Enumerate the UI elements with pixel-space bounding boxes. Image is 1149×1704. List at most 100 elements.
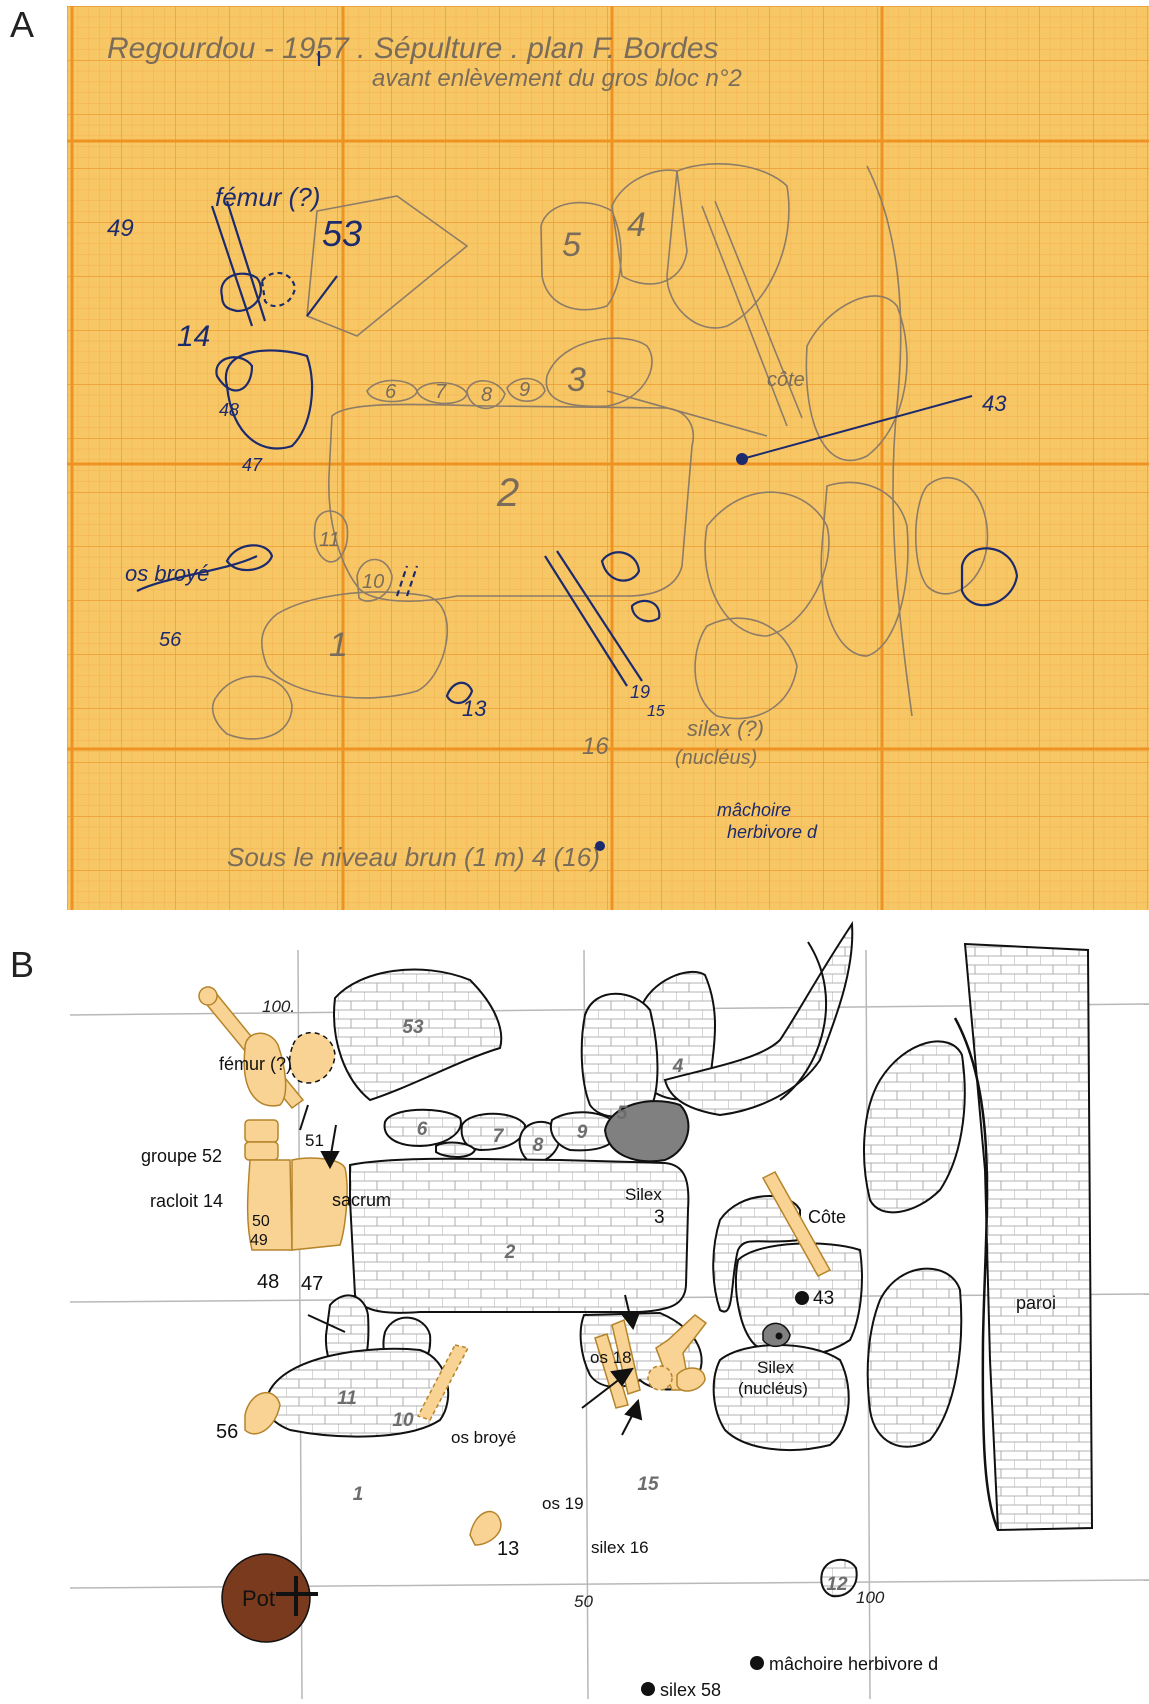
svg-text:7: 7 <box>493 1126 505 1147</box>
block-8 <box>518 1120 562 1164</box>
bones <box>198 986 832 1546</box>
svg-text:19: 19 <box>630 682 650 702</box>
svg-text:racloit 14: racloit 14 <box>150 1191 223 1211</box>
block-53 <box>333 968 503 1102</box>
ink-labels: 53 14 13 49 fémur (?) os broyé 43 47 48 … <box>107 182 1007 842</box>
svg-text:11: 11 <box>319 529 340 551</box>
os-broye-bone <box>416 1344 470 1421</box>
svg-text:os 18: os 18 <box>590 1348 632 1367</box>
block-7 <box>460 1112 527 1152</box>
svg-text:mâchoire: mâchoire <box>717 800 791 820</box>
svg-text:fémur (?): fémur (?) <box>215 182 320 212</box>
svg-text:53: 53 <box>402 1017 424 1038</box>
svg-text:Silex: Silex <box>757 1358 794 1377</box>
bone-50 <box>244 1119 279 1143</box>
svg-text:7: 7 <box>435 381 447 403</box>
svg-text:groupe 52: groupe 52 <box>141 1146 222 1166</box>
right-boundary-line <box>779 941 828 1101</box>
svg-text:51: 51 <box>305 1131 324 1150</box>
svg-text:(nucléus): (nucléus) <box>675 747 757 769</box>
point-machoire <box>750 1656 764 1670</box>
svg-text:8: 8 <box>533 1135 544 1156</box>
block-numbers: 53 4 5 6 7 8 9 2 11 10 1 15 12 <box>337 1017 848 1595</box>
svg-text:11: 11 <box>337 1388 357 1409</box>
svg-text:56: 56 <box>159 629 182 651</box>
svg-text:sacrum: sacrum <box>332 1190 391 1210</box>
svg-text:47: 47 <box>301 1273 323 1295</box>
pot-marker <box>221 1553 311 1643</box>
groupe-52-bone <box>243 1032 287 1107</box>
svg-text:côte: côte <box>767 369 805 391</box>
cote-bone <box>761 1171 832 1277</box>
os-19-bone <box>594 1333 629 1409</box>
svg-text:herbivore d: herbivore d <box>727 822 818 842</box>
bone-o-15 <box>676 1367 706 1392</box>
svg-text:53: 53 <box>322 213 362 254</box>
svg-text:5: 5 <box>617 1103 628 1124</box>
svg-text:fémur (?): fémur (?) <box>219 1054 292 1074</box>
svg-text:12: 12 <box>826 1574 848 1595</box>
svg-text:49: 49 <box>107 215 134 242</box>
svg-text:9: 9 <box>577 1122 588 1143</box>
svg-text:56: 56 <box>216 1421 238 1443</box>
point-silex-58 <box>641 1682 655 1696</box>
block-6 <box>383 1108 462 1148</box>
svg-text:3: 3 <box>567 361 586 399</box>
svg-text:Pot: Pot <box>242 1586 275 1611</box>
panel-a-field-sketch: 1 2 3 4 5 6 7 8 9 10 11 côte 16 silex (?… <box>67 6 1149 910</box>
svg-text:13: 13 <box>462 696 487 721</box>
pot-cross <box>276 1576 318 1616</box>
svg-text:os broyé: os broyé <box>451 1428 516 1447</box>
svg-text:silex 16: silex 16 <box>591 1538 649 1557</box>
bone-56 <box>244 1391 281 1435</box>
svg-text:8: 8 <box>481 384 492 406</box>
paroi-edge-line <box>953 1017 1000 1531</box>
svg-text:Silex: Silex <box>625 1185 662 1204</box>
svg-text:6: 6 <box>417 1119 428 1140</box>
svg-text:43: 43 <box>982 391 1007 416</box>
axis-label-x50: 50 <box>574 1592 593 1611</box>
bone-13 <box>469 1510 502 1546</box>
bone-dashed <box>647 1365 673 1391</box>
svg-text:3: 3 <box>654 1207 665 1228</box>
bone-51 <box>288 1031 336 1084</box>
ink-drawing <box>136 51 1019 704</box>
plan-labels: fémur (?) groupe 52 51 racloit 14 sacrum… <box>141 1054 1056 1700</box>
arrows <box>299 1104 643 1436</box>
svg-text:47: 47 <box>242 455 263 475</box>
panel-b-plan-diagram: 100. 50 100 <box>0 920 1149 1700</box>
svg-text:4: 4 <box>672 1056 684 1077</box>
svg-text:2: 2 <box>496 471 519 515</box>
svg-text:6: 6 <box>385 381 397 403</box>
bone-47 <box>291 1157 348 1251</box>
svg-text:silex 58: silex 58 <box>660 1680 721 1699</box>
pencil-labels: 1 2 3 4 5 6 7 8 9 10 11 côte 16 silex (?… <box>107 32 805 872</box>
svg-text:48: 48 <box>257 1271 279 1293</box>
axis-label-y100: 100. <box>262 997 295 1016</box>
svg-text:10: 10 <box>362 571 384 593</box>
svg-text:15: 15 <box>647 703 665 720</box>
block-right-3 <box>712 1344 850 1451</box>
svg-text:15: 15 <box>637 1474 659 1495</box>
svg-text:1: 1 <box>353 1484 364 1505</box>
axis-label-x100: 100 <box>856 1588 885 1607</box>
silex-3 <box>603 1100 690 1163</box>
svg-text:Regourdou - 1957 . Sépulture .: Regourdou - 1957 . Sépulture . plan F. B… <box>107 32 719 65</box>
block-right-4 <box>863 1040 966 1214</box>
svg-text:9: 9 <box>519 379 530 401</box>
block-5 <box>580 992 659 1118</box>
svg-text:13: 13 <box>497 1538 519 1560</box>
stone-blocks <box>265 920 1094 1598</box>
svg-text:1: 1 <box>329 626 348 664</box>
block-9 <box>550 1111 620 1152</box>
svg-text:10: 10 <box>392 1410 414 1431</box>
svg-text:2: 2 <box>504 1242 516 1263</box>
svg-text:Côte: Côte <box>808 1207 846 1227</box>
svg-text:paroi: paroi <box>1016 1293 1056 1313</box>
svg-text:50: 50 <box>252 1213 270 1230</box>
svg-text:mâchoire herbivore d: mâchoire herbivore d <box>769 1654 938 1674</box>
svg-text:avant enlèvement du gros bloc: avant enlèvement du gros bloc n°2 <box>372 65 742 92</box>
svg-text:os broyé: os broyé <box>125 561 209 586</box>
svg-text:5: 5 <box>562 226 581 264</box>
svg-text:48: 48 <box>219 400 239 420</box>
